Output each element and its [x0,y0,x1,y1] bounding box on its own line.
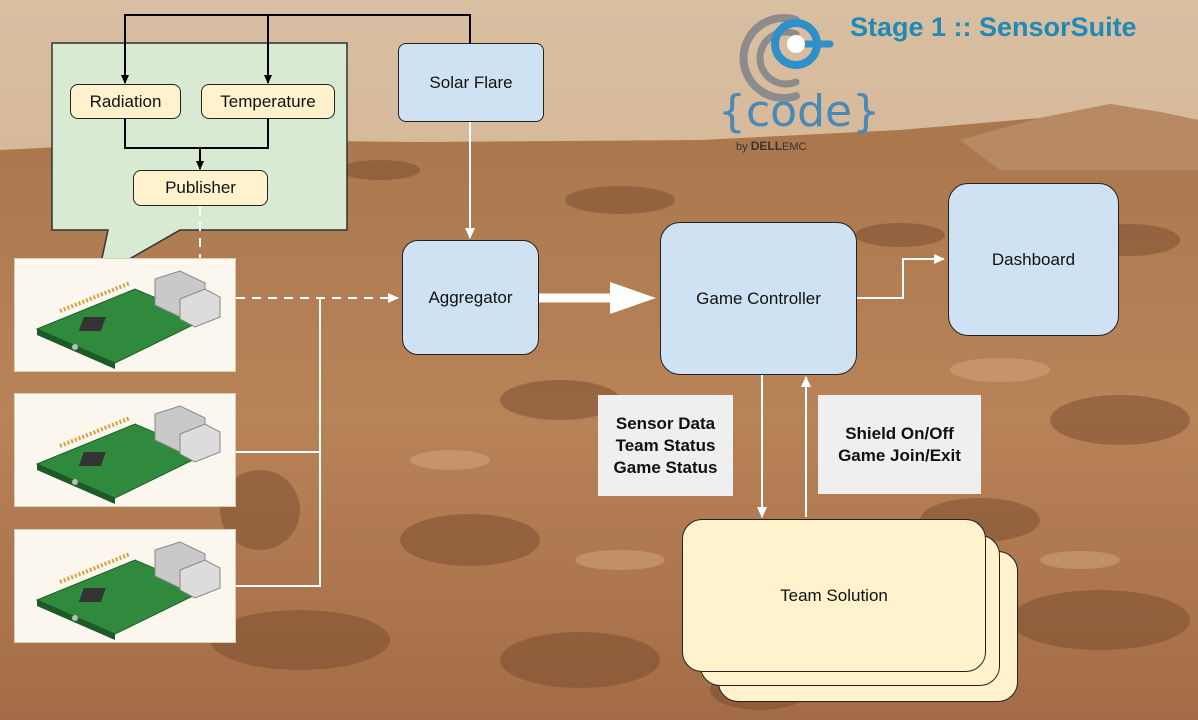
label-line: Team Status [615,435,716,455]
label-to-team: Sensor Data Team Status Game Status [598,395,733,496]
dashboard-node: Dashboard [948,183,1119,336]
byline-by: by [736,141,748,153]
publisher-node: Publisher [133,170,268,206]
arrow-game-controller-to-dashboard [857,254,945,299]
internal-arrows [121,14,471,170]
label-from-team: Shield On/Off Game Join/Exit [818,395,981,494]
raspberry-pi-image [14,258,236,372]
code-logo-text: {code} [718,86,881,137]
arrow-publisher-to-aggregator [199,206,399,303]
raspberry-pi-image [14,393,236,507]
game-controller-node: Game Controller [660,222,857,375]
arrow-pi-3-to-aggregator [236,452,321,587]
temperature-node: Temperature [201,84,335,119]
label-line: Sensor Data [615,413,716,433]
raspberry-pi-image [14,529,236,643]
dell-emc-byline: by DELLEMC [736,139,806,153]
radiation-node: Radiation [70,84,181,119]
code-logo-icon [739,14,834,102]
byline-brand-bold: DELL [750,139,783,153]
arrow-aggregator-to-game-controller [539,282,656,314]
label-line: Shield On/Off [845,423,954,443]
label-line: Game Join/Exit [838,445,961,465]
byline-brand-light: EMC [782,141,807,153]
solar-flare-node: Solar Flare [398,43,544,122]
stage-title: Stage 1 :: SensorSuite [850,12,1137,42]
team-solution-node: Team Solution [682,519,986,672]
label-line: Game Status [613,457,718,477]
aggregator-node: Aggregator [402,240,539,355]
